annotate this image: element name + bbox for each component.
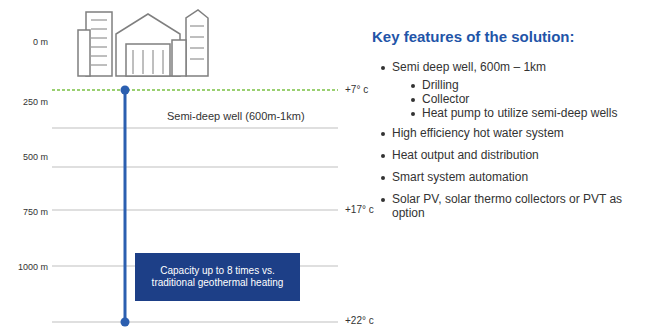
building <box>116 14 180 76</box>
well-top-dot <box>121 86 130 95</box>
building <box>78 30 90 76</box>
well-line <box>124 90 127 322</box>
bullet-item: High efficiency hot water system <box>392 126 564 140</box>
window-stroke <box>143 50 144 74</box>
window-stroke <box>190 26 204 27</box>
window-stroke <box>91 38 107 39</box>
ground-line <box>52 89 338 91</box>
bullet-dot <box>381 132 385 136</box>
window-stroke <box>91 47 107 48</box>
depth-line <box>52 167 338 168</box>
window-stroke <box>190 48 204 49</box>
sub-bullet-item: Heat pump to utilize semi-deep wells <box>422 106 617 120</box>
window-stroke <box>153 50 154 74</box>
temperature-label: +17° c <box>345 204 374 216</box>
bullet-dot <box>381 66 385 70</box>
window-stroke <box>91 65 107 66</box>
window-stroke <box>190 37 204 38</box>
bullet-dot <box>411 84 415 88</box>
buildings-icon <box>78 10 208 76</box>
window-stroke <box>190 59 204 60</box>
temperature-label: +22° c <box>345 315 374 327</box>
depth-label: 500 m <box>3 152 48 163</box>
window-stroke <box>133 50 134 74</box>
building <box>186 10 208 76</box>
bullet-item: Semi deep well, 600m – 1km <box>392 60 546 74</box>
bullet-dot <box>381 198 385 202</box>
depth-line <box>52 128 338 129</box>
window-stroke <box>91 20 107 21</box>
box-text: Capacity up to 8 times vs. traditional g… <box>135 261 300 294</box>
sub-bullet-item: Collector <box>422 92 469 106</box>
heading: Key features of the solution: <box>372 28 575 45</box>
bullet-item: Smart system automation <box>392 170 528 184</box>
building <box>172 40 186 76</box>
depth-lines <box>52 128 338 322</box>
window-stroke <box>163 50 164 74</box>
depth-line <box>52 210 338 211</box>
building <box>126 44 170 76</box>
window-stroke <box>91 56 107 57</box>
bullet-dot <box>381 154 385 158</box>
bullet-dot <box>411 98 415 102</box>
bullet-dot <box>411 112 415 116</box>
bullet-dot <box>381 176 385 180</box>
well-label: Semi-deep well (600m-1km) <box>165 110 307 123</box>
bullet-item: Solar PV, solar thermo collectors or PVT… <box>392 192 627 221</box>
depth-label: 0 m <box>3 37 48 48</box>
capacity-box: Capacity up to 8 times vs. traditional g… <box>135 253 300 301</box>
depth-label: 1000 m <box>3 262 48 273</box>
sub-bullet-item: Drilling <box>422 78 459 92</box>
depth-label: 750 m <box>3 207 48 218</box>
well-bottom-dot <box>121 318 130 327</box>
temperature-label: +7° c <box>345 84 368 96</box>
bullet-item: Heat output and distribution <box>392 148 539 162</box>
depth-label: 250 m <box>3 97 48 108</box>
windows <box>91 20 204 74</box>
depth-line <box>52 322 338 323</box>
window-stroke <box>91 29 107 30</box>
